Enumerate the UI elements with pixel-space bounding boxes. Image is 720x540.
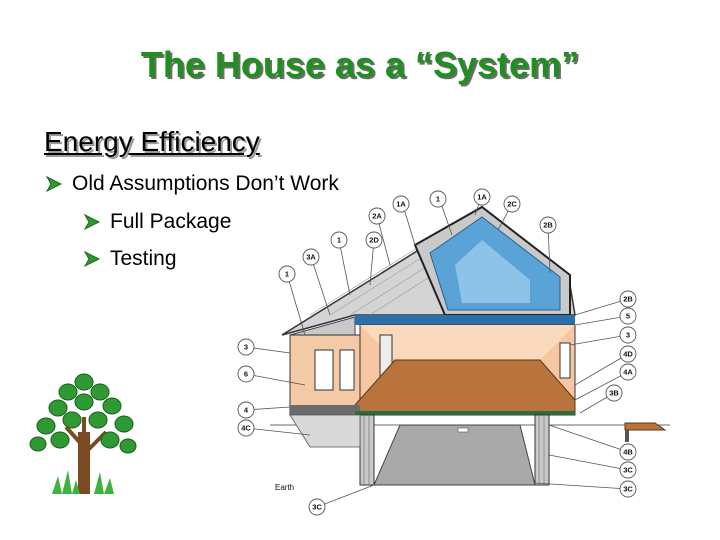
callout-5: 5 bbox=[619, 307, 637, 325]
callout-3b: 3B bbox=[605, 384, 623, 402]
svg-text:4B: 4B bbox=[623, 448, 633, 457]
callout-3: 3 bbox=[619, 326, 637, 344]
bullet-item: Testing bbox=[82, 247, 177, 271]
callout-1: 1 bbox=[429, 190, 447, 208]
callout-3c: 3C bbox=[619, 480, 637, 498]
callout-4c: 4C bbox=[237, 419, 255, 437]
svg-text:6: 6 bbox=[244, 370, 248, 379]
callout-2b: 2B bbox=[539, 216, 557, 234]
svg-text:2C: 2C bbox=[507, 200, 517, 209]
svg-text:3: 3 bbox=[626, 331, 630, 340]
bullet-text: Testing bbox=[110, 247, 177, 270]
callout-3c: 3C bbox=[619, 461, 637, 479]
svg-text:3B: 3B bbox=[609, 389, 619, 398]
callout-1: 1 bbox=[330, 231, 348, 249]
callout-4b: 4B bbox=[619, 443, 637, 461]
svg-text:3C: 3C bbox=[623, 466, 633, 475]
bullet-item: Full Package bbox=[82, 210, 231, 234]
callout-2c: 2C bbox=[503, 195, 521, 213]
callout-1a: 1A bbox=[473, 188, 491, 206]
earth-label: Earth bbox=[275, 483, 294, 492]
callout-2a: 2A bbox=[368, 207, 386, 225]
arrow-bullet-icon bbox=[83, 250, 101, 268]
callout-4: 4 bbox=[237, 401, 255, 419]
svg-text:3A: 3A bbox=[306, 253, 316, 262]
bullet-text: Full Package bbox=[110, 210, 232, 233]
svg-text:3C: 3C bbox=[312, 503, 322, 512]
section-heading: Energy Efficiency bbox=[44, 126, 260, 157]
callout-3c: 3C bbox=[308, 498, 326, 516]
callout-4a: 4A bbox=[619, 363, 637, 381]
callout-4d: 4D bbox=[619, 345, 637, 363]
svg-text:4C: 4C bbox=[241, 424, 251, 433]
svg-text:1: 1 bbox=[337, 236, 341, 245]
svg-text:5: 5 bbox=[626, 312, 630, 321]
callout-3: 3 bbox=[237, 338, 255, 356]
arrow-bullet-icon bbox=[83, 213, 101, 231]
svg-text:3: 3 bbox=[244, 343, 248, 352]
callout-1: 1 bbox=[278, 265, 296, 283]
svg-text:2B: 2B bbox=[623, 295, 633, 304]
callout-2d: 2D bbox=[365, 231, 383, 249]
bullet-item: Old Assumptions Don’t Work bbox=[44, 172, 339, 196]
callout-2b: 2B bbox=[619, 290, 637, 308]
callout-6: 6 bbox=[237, 365, 255, 383]
callout-1a: 1A bbox=[392, 195, 410, 213]
slide-title: The House as a “System” bbox=[140, 44, 580, 85]
svg-text:1: 1 bbox=[285, 270, 289, 279]
callout-3a: 3A bbox=[302, 248, 320, 266]
tree-clipart bbox=[29, 373, 137, 494]
svg-text:1: 1 bbox=[436, 195, 440, 204]
svg-text:2B: 2B bbox=[543, 221, 553, 230]
svg-text:3C: 3C bbox=[623, 485, 633, 494]
svg-text:1A: 1A bbox=[396, 200, 406, 209]
svg-text:4A: 4A bbox=[623, 368, 633, 377]
bullet-text: Old Assumptions Don’t Work bbox=[72, 172, 339, 195]
svg-text:1A: 1A bbox=[477, 193, 487, 202]
svg-text:2D: 2D bbox=[369, 236, 379, 245]
house-cutaway-diagram: Earth 1A 1 1A 2C 2A 2B 1 2D bbox=[237, 188, 670, 516]
svg-text:4: 4 bbox=[244, 406, 249, 415]
svg-text:2A: 2A bbox=[372, 212, 382, 221]
arrow-bullet-icon bbox=[45, 175, 63, 193]
svg-text:4D: 4D bbox=[623, 350, 633, 359]
